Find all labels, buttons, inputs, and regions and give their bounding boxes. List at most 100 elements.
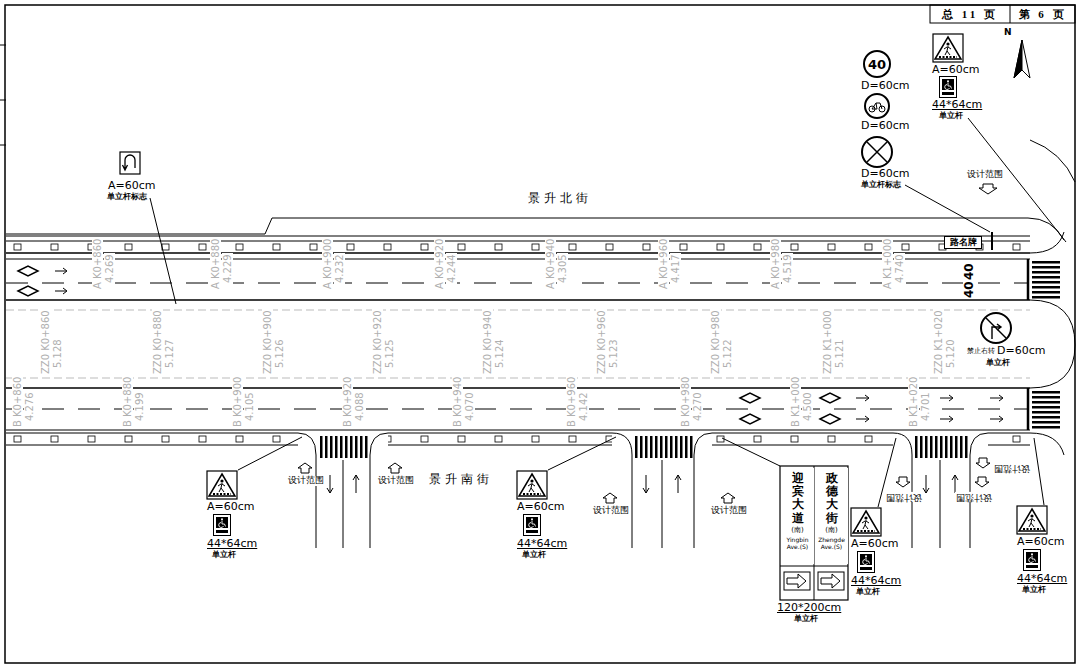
station-label: ZZ0 K0+960 [596,309,607,375]
sign-size: 44*64cm [931,99,983,111]
speed-limit-sign: 40 [863,50,891,78]
design-limit-note: 设计范围 [377,476,415,486]
sign-size: A=60cm [1016,536,1066,548]
design-limit-note: 设计范围 [287,476,325,486]
sign-size: D=60cm [860,80,910,92]
station-label: A K0+920 [434,238,445,290]
street-name: 景升南街 [428,473,494,486]
station-label: ZZ0 K0+880 [152,309,163,375]
elevation-value: 4.417 [670,253,681,284]
design-limit-note: 设计范围 [966,170,1004,180]
elevation-value: 4.088 [354,391,365,422]
elevation-value: 4.269 [104,253,115,284]
elevation-value: 5.120 [945,338,956,369]
design-limit-note: 设计范围 [993,463,1031,473]
sign-size: 44*64cm [850,575,902,587]
sign-size: D=60cm [860,120,910,132]
elevation-value: 5.121 [834,338,845,369]
elevation-value: 5.122 [722,338,733,369]
elevation-value: 4.500 [802,391,813,422]
elevation-value: 5.124 [494,338,505,369]
sign-size: 120*200cm [776,602,842,614]
station-label: A K0+900 [322,238,333,290]
station-label: ZZ0 K0+940 [482,309,493,375]
elevation-value: 4.142 [578,391,589,422]
elevation-value: 5.126 [274,338,285,369]
elevation-value: 4.229 [222,253,233,284]
sign-name: 禁止右转 [966,348,996,356]
elevation-value: 4.199 [134,391,145,422]
elevation-value: 4.105 [244,391,255,422]
guide-sign-panel: 政德大街 (南) Zhengde Ave.(S) [815,468,848,564]
mount-type: 单立杆标志 [106,193,148,202]
station-label: B K0+980 [680,376,691,428]
mount-type: 单立杆 [793,615,819,624]
station-label: B K0+860 [12,376,23,428]
station-label: B K0+960 [566,376,577,428]
page-total-cell: 总 11 页 [930,5,1010,23]
speed-marking: 40 [963,280,976,299]
page-number-cell: 第 6 页 [1010,5,1075,23]
sign-size: A=60cm [107,180,157,192]
sign-size: D=60cm [996,345,1046,357]
station-label: A K1+000 [882,238,893,290]
station-label: ZZ0 K0+860 [40,309,51,375]
elevation-value: 4.270 [692,391,703,422]
sign-size: 44*64cm [516,538,568,550]
sign-size: A=60cm [206,501,256,513]
north-label: N [1003,28,1013,38]
elevation-value: 5.127 [164,338,175,369]
design-limit-note: 设计范围 [885,492,923,502]
node-text: 总 11 页 [942,7,998,22]
mount-type: 单立杆 [985,359,1011,368]
station-label: ZZ0 K0+900 [262,309,273,375]
road-name: 政德大街 [826,472,838,525]
direction-note: (南) [791,527,803,535]
elevation-value: 4.244 [446,253,457,284]
sign-size: 44*64cm [206,538,258,550]
sign-size: 44*64cm [1016,573,1068,585]
node-text: 路名牌 [950,236,977,249]
station-label: B K0+940 [452,376,463,428]
station-label: A K0+940 [545,238,556,290]
design-limit-note: 设计范围 [592,506,630,516]
elevation-value: 4.740 [894,253,905,284]
station-label: B K1+000 [790,376,801,428]
road-name-plate: 路名牌 [944,236,982,249]
elevation-value: 4.232 [334,253,345,284]
node-text: 第 6 页 [1019,7,1067,22]
station-label: ZZ0 K0+920 [372,309,383,375]
station-label: ZZ0 K0+980 [710,309,721,375]
sign-size: A=60cm [516,501,566,513]
elevation-value: 4.070 [464,391,475,422]
road-name-en: Zhengde Ave.(S) [816,537,847,550]
station-label: ZZ0 K1+020 [933,309,944,375]
street-name: 景升北街 [527,192,593,205]
sign-size: A=60cm [931,64,981,76]
station-label: ZZ0 K1+000 [822,309,833,375]
elevation-value: 4.701 [920,391,931,422]
elevation-value: 4.305 [557,253,568,284]
station-label: A K0+860 [92,238,103,290]
direction-note: (南) [825,527,837,535]
elevation-value: 5.123 [608,338,619,369]
mount-type: 单立杆 [1021,586,1047,595]
sign-size: A=60cm [850,538,900,550]
mount-type: 单立杆标志 [860,181,902,190]
speed-marking: 40 [963,262,976,281]
elevation-value: 4.276 [24,391,35,422]
node-text: 40 [868,57,886,72]
station-label: A K0+980 [770,238,781,290]
guide-sign-panel: 迎宾大道 (南) Yingbin Ave.(S) [781,468,814,564]
station-label: B K0+880 [122,376,133,428]
road-name: 迎宾大道 [792,472,804,525]
station-label: A K0+960 [658,238,669,290]
elevation-value: 4.519 [782,253,793,284]
road-name-en: Yingbin Ave.(S) [782,537,813,550]
station-label: B K0+900 [232,376,243,428]
station-label: A K0+880 [210,238,221,290]
mount-type: 单立杆 [938,112,964,121]
design-limit-note: 设计范围 [710,506,748,516]
mount-type: 单立杆 [855,588,881,597]
